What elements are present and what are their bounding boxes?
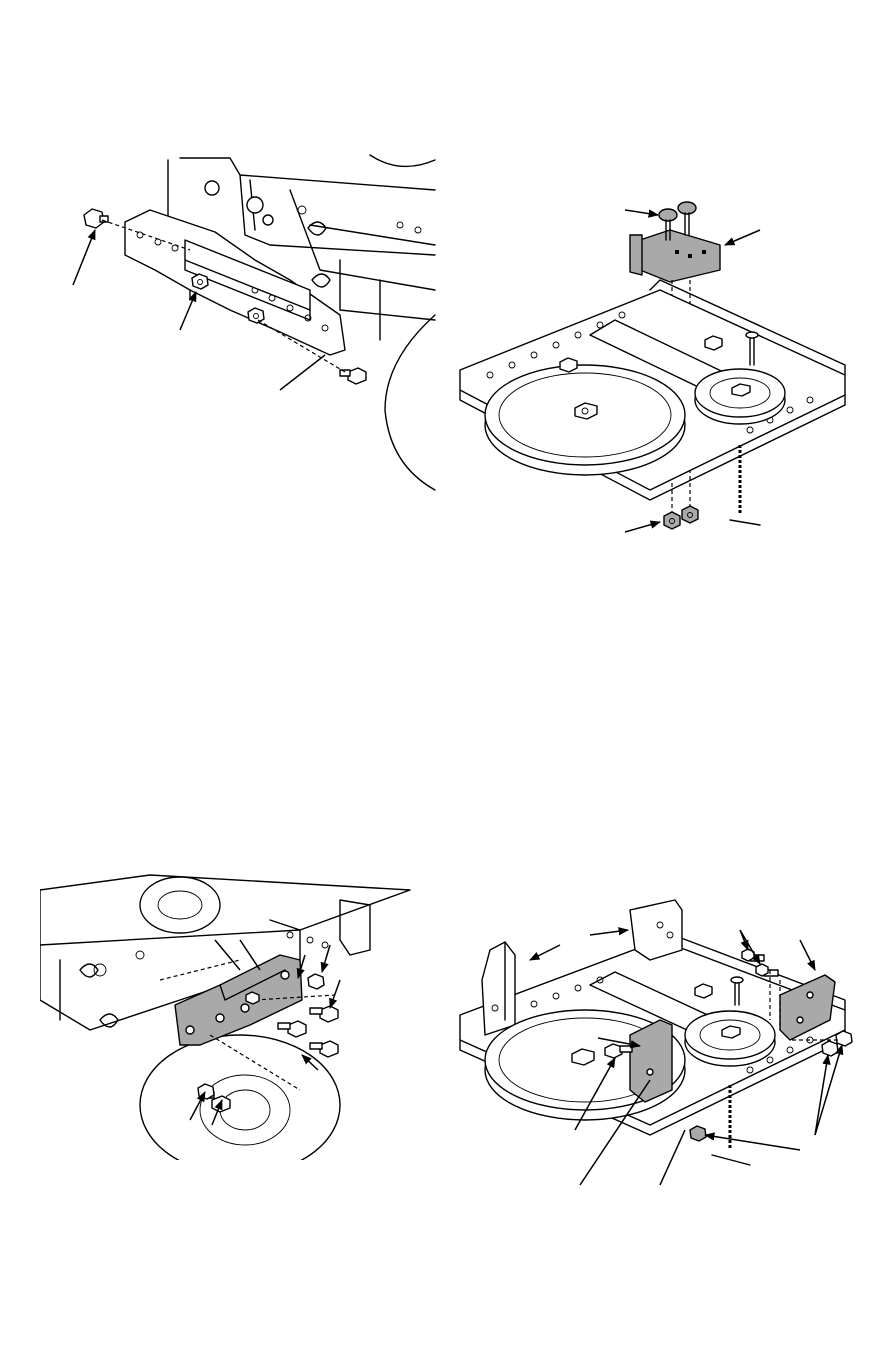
nut-b xyxy=(836,1031,852,1046)
bolt-left xyxy=(84,209,108,228)
nut-3 xyxy=(246,992,259,1004)
left-upright-bracket xyxy=(482,942,515,1035)
small-pulley xyxy=(685,1011,775,1066)
rear-upright-bracket xyxy=(630,900,682,960)
figure-frame-bracket-removal xyxy=(40,150,440,495)
tire xyxy=(385,315,435,490)
bolt-lower xyxy=(340,368,366,384)
bolt-c xyxy=(756,964,778,976)
large-pulley xyxy=(485,365,685,475)
center-bracket xyxy=(630,1020,672,1102)
nut-a xyxy=(822,1041,838,1056)
small-pulley xyxy=(695,369,785,424)
bolt-3 xyxy=(310,1041,338,1057)
deck-bracket xyxy=(630,230,720,282)
lock-nut-1 xyxy=(664,512,680,529)
figure-deck-bracket-bolts xyxy=(450,190,860,545)
nut-center xyxy=(192,274,208,289)
bolt-2 xyxy=(278,1021,306,1037)
figure-deck-brackets-install xyxy=(450,880,870,1210)
nut-c xyxy=(690,1126,706,1141)
lock-nut-2 xyxy=(682,506,698,523)
carriage-bolt-2 xyxy=(678,202,696,235)
nut-1 xyxy=(308,974,324,989)
nut-2 xyxy=(198,1084,214,1099)
figure-front-bracket-install xyxy=(40,860,420,1160)
bolt-1 xyxy=(310,1006,338,1022)
nut-lower xyxy=(248,308,264,323)
